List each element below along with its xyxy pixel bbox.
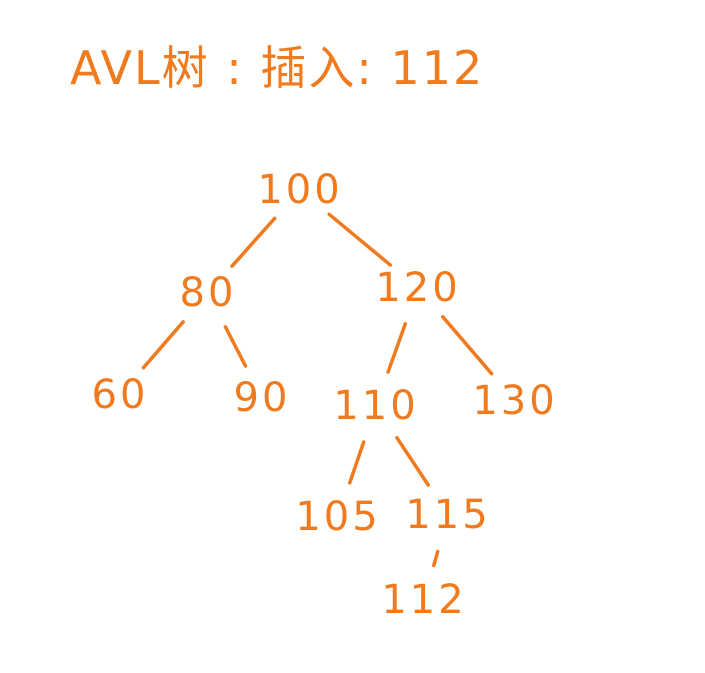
diagram-title: AVL树 : 插入: 112 bbox=[70, 41, 485, 95]
tree-node: 120 bbox=[375, 265, 461, 311]
tree-edge bbox=[395, 435, 430, 487]
tree-node: 110 bbox=[333, 383, 419, 429]
tree-edge bbox=[230, 216, 277, 268]
tree-edge bbox=[441, 315, 494, 376]
tree-node: 80 bbox=[179, 270, 237, 316]
tree-edge bbox=[432, 549, 440, 568]
tree-edge bbox=[327, 212, 393, 267]
tree-edge bbox=[386, 322, 408, 374]
tree-node-inserted: 112 bbox=[381, 577, 467, 623]
tree-node: 60 bbox=[91, 372, 149, 418]
tree-edge bbox=[141, 320, 185, 370]
tree-edge bbox=[347, 440, 366, 485]
tree-node: 130 bbox=[472, 378, 558, 424]
tree-node: 115 bbox=[405, 492, 491, 538]
tree-node-root: 100 bbox=[257, 167, 343, 213]
tree-node: 90 bbox=[233, 375, 291, 421]
tree-node: 105 bbox=[295, 494, 381, 540]
tree-edge bbox=[223, 325, 248, 368]
